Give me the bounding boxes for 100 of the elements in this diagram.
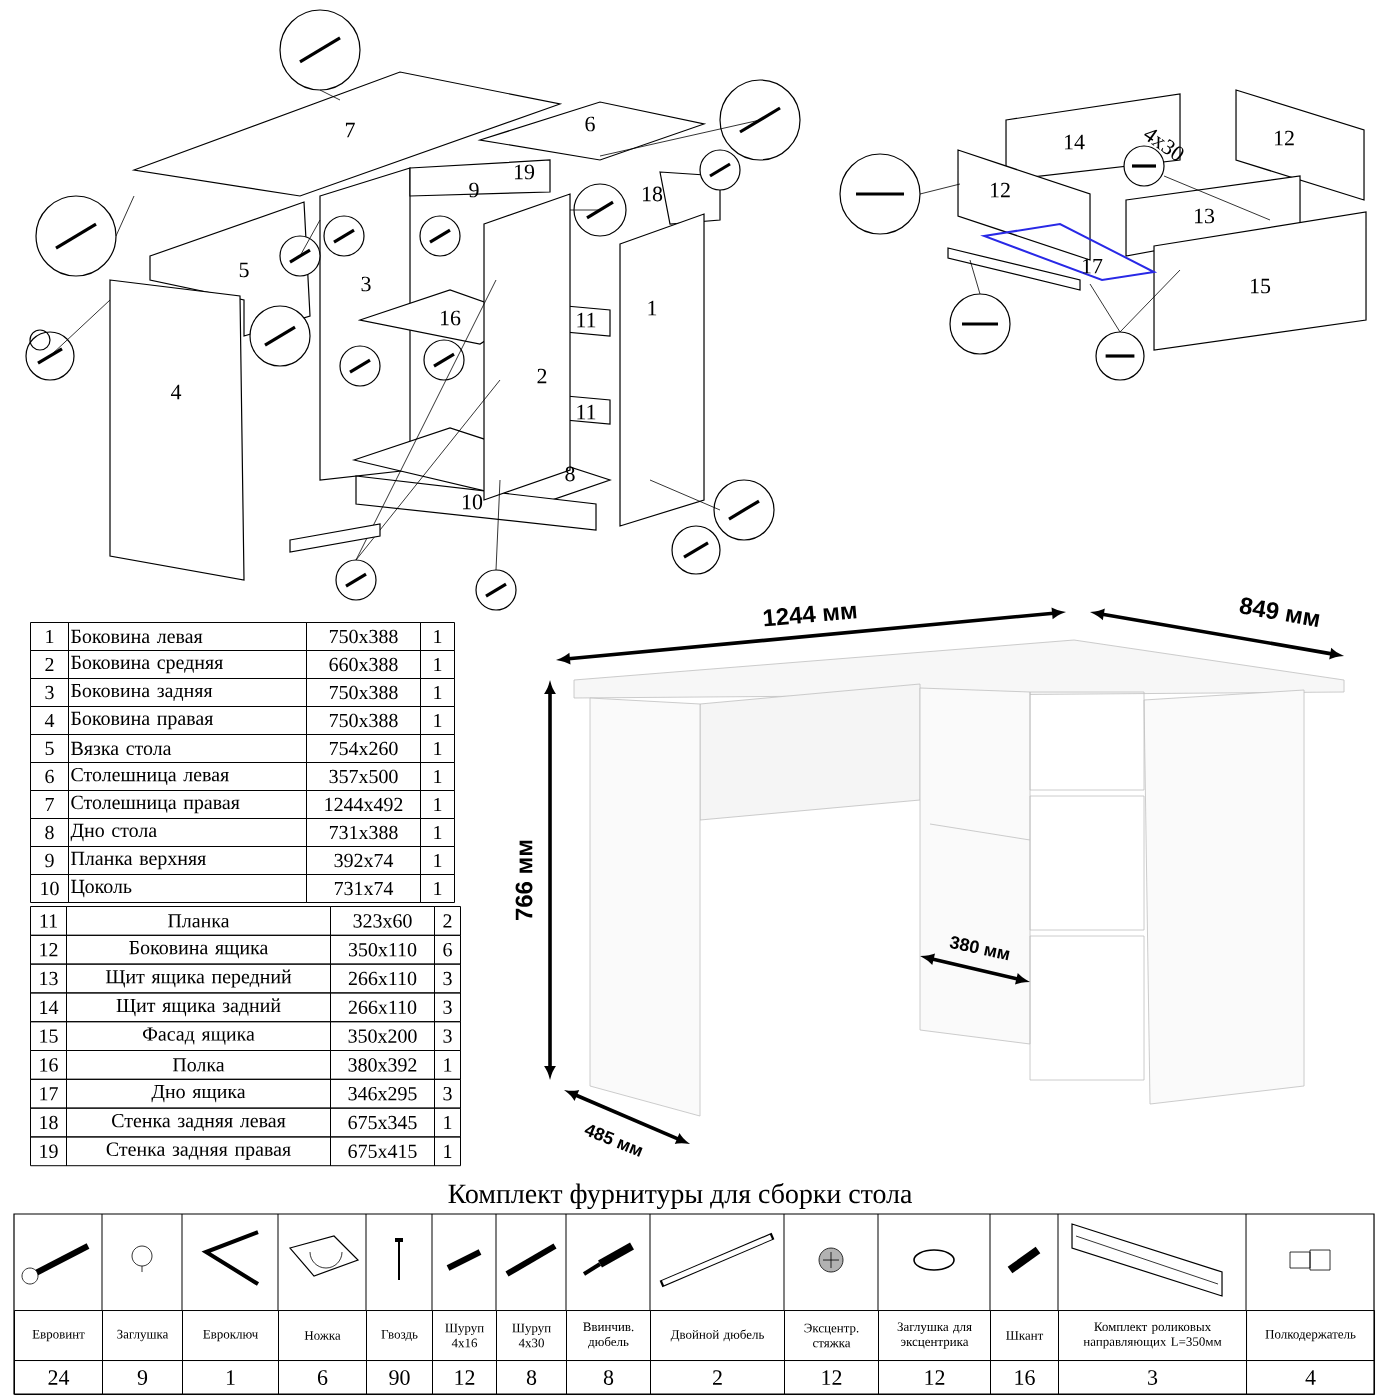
table-cell: 660x388 xyxy=(306,650,421,679)
table-cell: 3 xyxy=(1058,1360,1247,1395)
table-cell: 1 xyxy=(30,622,69,651)
table-cell: 266x110 xyxy=(330,963,435,994)
table-cell: Боковина левая xyxy=(68,622,307,651)
callout-number: 4x30 xyxy=(1144,129,1184,161)
callout-number: 16 xyxy=(441,310,461,326)
table-cell: 90 xyxy=(366,1360,433,1395)
table-cell: 4 xyxy=(30,706,69,735)
table-cell: 1 xyxy=(434,1050,461,1080)
table-cell: 17 xyxy=(30,1078,67,1109)
table-cell: 13 xyxy=(30,963,67,994)
table-cell: Полка xyxy=(66,1050,331,1080)
callout-number: 10 xyxy=(463,494,483,510)
table-cell: 11 xyxy=(30,906,67,936)
table-cell: 675x415 xyxy=(330,1136,435,1167)
table-cell: 3 xyxy=(434,1021,461,1051)
callout-number: 8 xyxy=(565,466,575,482)
table-cell: 750x388 xyxy=(306,706,421,735)
table-cell: Вязка стола xyxy=(68,734,307,763)
table-cell: 8 xyxy=(30,818,69,847)
callout-number: 12 xyxy=(991,182,1010,198)
callout-number: 2 xyxy=(537,368,547,384)
table-cell: 3 xyxy=(434,992,461,1023)
table-cell: 1 xyxy=(434,1136,461,1167)
table-cell: 750x388 xyxy=(306,622,421,651)
callout-number: 12 xyxy=(1275,130,1294,146)
table-cell: 1 xyxy=(420,622,455,651)
table-cell: Боковина средняя xyxy=(68,650,307,679)
table-cell: 6 xyxy=(434,934,461,965)
callout-number: 17 xyxy=(1083,258,1103,274)
table-cell: 9 xyxy=(102,1360,183,1395)
callout-number: 11 xyxy=(577,312,596,328)
dimension-label: 380 мм xyxy=(949,936,1010,961)
table-cell: 2 xyxy=(30,650,69,679)
dimension-label: 766 мм xyxy=(515,840,533,920)
table-cell: Боковина задняя xyxy=(68,678,307,707)
table-cell: Планка верхняя xyxy=(68,846,307,875)
table-cell: 357x500 xyxy=(306,762,421,791)
callout-number: 18 xyxy=(643,186,663,202)
table-cell: 1 xyxy=(420,650,455,679)
table-cell: 6 xyxy=(278,1360,367,1395)
table-cell: 266x110 xyxy=(330,992,435,1023)
table-cell: 9 xyxy=(30,846,69,875)
callout-number: 15 xyxy=(1251,278,1271,294)
table-title: Комплект фурнитуры для сборки стола xyxy=(448,1183,912,1209)
table-cell: 10 xyxy=(30,874,69,903)
table-cell: 4 xyxy=(1246,1360,1375,1395)
callout-number: 3 xyxy=(361,276,371,292)
table-cell: 7 xyxy=(30,790,69,819)
table-cell: 8 xyxy=(496,1360,567,1395)
table-cell: Столешница правая xyxy=(68,790,307,819)
table-cell: 350x110 xyxy=(330,934,435,965)
table-cell: 392x74 xyxy=(306,846,421,875)
callout-number: 5 xyxy=(239,262,249,278)
table-cell: 731x388 xyxy=(306,818,421,847)
table-cell: Боковина правая xyxy=(68,706,307,735)
table-cell: 1 xyxy=(420,846,455,875)
table-cell: 19 xyxy=(30,1136,67,1167)
callout-number: 4 xyxy=(170,384,182,400)
table-cell: 675x345 xyxy=(330,1107,435,1138)
table-cell: Стенка задняя левая xyxy=(66,1107,331,1138)
table-cell: 12 xyxy=(432,1360,497,1395)
table-cell: 380x392 xyxy=(330,1050,435,1080)
dimension-label: 1244 мм xyxy=(763,605,857,627)
table-cell: 12 xyxy=(878,1360,991,1395)
table-cell: Щит ящика задний xyxy=(66,992,331,1023)
table-cell: 1 xyxy=(420,790,455,819)
table-cell: Стенка задняя правая xyxy=(66,1136,331,1167)
table-cell: 16 xyxy=(990,1360,1059,1395)
table-cell: 2 xyxy=(434,906,461,936)
table-cell: Цоколь xyxy=(68,874,307,903)
table-cell: 12 xyxy=(784,1360,879,1395)
table-cell: Столешница левая xyxy=(68,762,307,791)
table-cell: 14 xyxy=(30,992,67,1023)
table-cell: 323x60 xyxy=(330,906,435,936)
table-cell: 24 xyxy=(14,1360,103,1395)
table-cell: 12 xyxy=(30,934,67,965)
table-cell: Планка xyxy=(66,906,331,936)
callout-number: 14 xyxy=(1065,134,1085,150)
table-cell: 1244x492 xyxy=(306,790,421,819)
table-cell: 350x200 xyxy=(330,1021,435,1051)
callout-number: 6 xyxy=(585,116,595,132)
callout-number: 1 xyxy=(648,300,657,316)
table-cell: 1 xyxy=(420,818,455,847)
table-cell: 6 xyxy=(30,762,69,791)
table-cell: 8 xyxy=(566,1360,651,1395)
table-cell: 346x295 xyxy=(330,1078,435,1109)
table-cell: 2 xyxy=(650,1360,785,1395)
table-cell: 1 xyxy=(420,734,455,763)
table-cell: 18 xyxy=(30,1107,67,1138)
callout-number: 9 xyxy=(469,182,479,198)
table-cell: 1 xyxy=(420,762,455,791)
table-cell: 1 xyxy=(420,706,455,735)
table-cell: 3 xyxy=(434,963,461,994)
callout-number: 19 xyxy=(515,164,535,180)
table-cell: Щит ящика передний xyxy=(66,963,331,994)
table-cell: 1 xyxy=(420,678,455,707)
table-cell: 16 xyxy=(30,1050,67,1080)
table-cell: Боковина ящика xyxy=(66,934,331,965)
